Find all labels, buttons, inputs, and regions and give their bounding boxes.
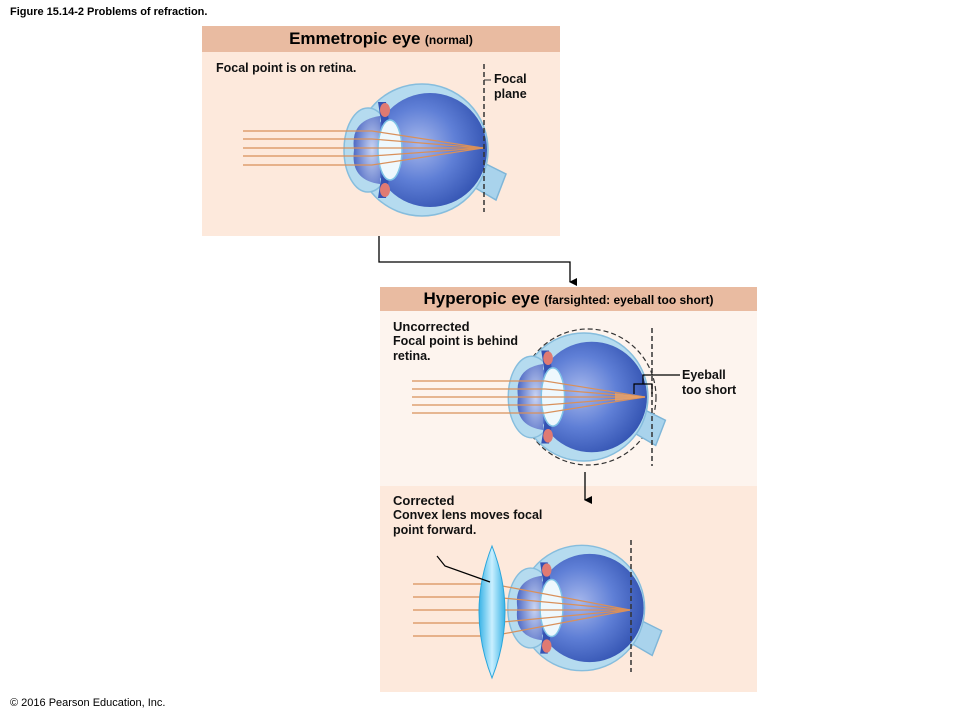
lens (539, 578, 564, 638)
light-ray (412, 396, 646, 406)
light-ray (412, 388, 646, 398)
ciliary-body (542, 563, 552, 577)
hyperopic-subtitle: (farsighted: eyeball too short) (544, 293, 714, 307)
uncorrected-heading: Uncorrected (393, 319, 470, 334)
callout-leader (642, 374, 680, 384)
uncorrected-line2: retina. (393, 349, 431, 363)
eyeball-too-short-label: Eyeball too short (682, 368, 736, 398)
normal-eyeball-outline (519, 328, 657, 466)
light-ray (243, 147, 484, 157)
light-ray (243, 130, 484, 149)
anterior-chamber (353, 116, 380, 184)
ciliary-body (380, 183, 390, 197)
vitreous-body (535, 553, 644, 663)
emmetropic-header: Emmetropic eye (normal) (202, 26, 560, 52)
callout-line1: Eyeball (682, 368, 726, 382)
focal-plane-label-line1: Focal (494, 72, 527, 86)
copyright: © 2016 Pearson Education, Inc. (10, 697, 166, 709)
figure-title: Figure 15.14-2 Problems of refraction. (10, 6, 208, 18)
emmetropic-eye (343, 83, 507, 217)
emmetropic-title: Emmetropic eye (289, 29, 421, 48)
corrected-line1: Convex lens moves focal (393, 508, 543, 522)
callout-line2: too short (682, 383, 737, 397)
hyperopic-title: Hyperopic eye (423, 289, 540, 308)
focal-point (615, 393, 646, 401)
focal-plane-label-line2: plane (494, 87, 527, 101)
lens-leader (436, 555, 491, 583)
focal-plane-label: Focal plane (494, 72, 527, 102)
ciliary-body (543, 429, 553, 443)
lens (377, 119, 403, 181)
corrected-text: Corrected Convex lens moves focal point … (393, 493, 542, 538)
light-ray (412, 396, 646, 414)
hyperopic-eye-corrected (507, 544, 663, 672)
ciliary-body (542, 639, 552, 653)
corrected-line2: point forward. (393, 523, 477, 537)
vitreous-body (373, 93, 487, 207)
transition-arrow (378, 236, 577, 286)
uncorrected-line1: Focal point is behind (393, 334, 518, 348)
light-ray (412, 380, 646, 398)
emmetropic-description: Focal point is on retina. (216, 61, 357, 75)
uncorrected-text: Uncorrected Focal point is behind retina… (393, 319, 518, 364)
light-ray (243, 147, 484, 166)
light-ray (243, 138, 484, 149)
emmetropic-subtitle: (normal) (424, 33, 473, 47)
hyperopic-header: Hyperopic eye (farsighted: eyeball too s… (380, 287, 757, 311)
convex-lens (478, 544, 506, 680)
corrected-heading: Corrected (393, 493, 455, 508)
ciliary-body (543, 351, 553, 365)
ciliary-body (380, 103, 390, 117)
